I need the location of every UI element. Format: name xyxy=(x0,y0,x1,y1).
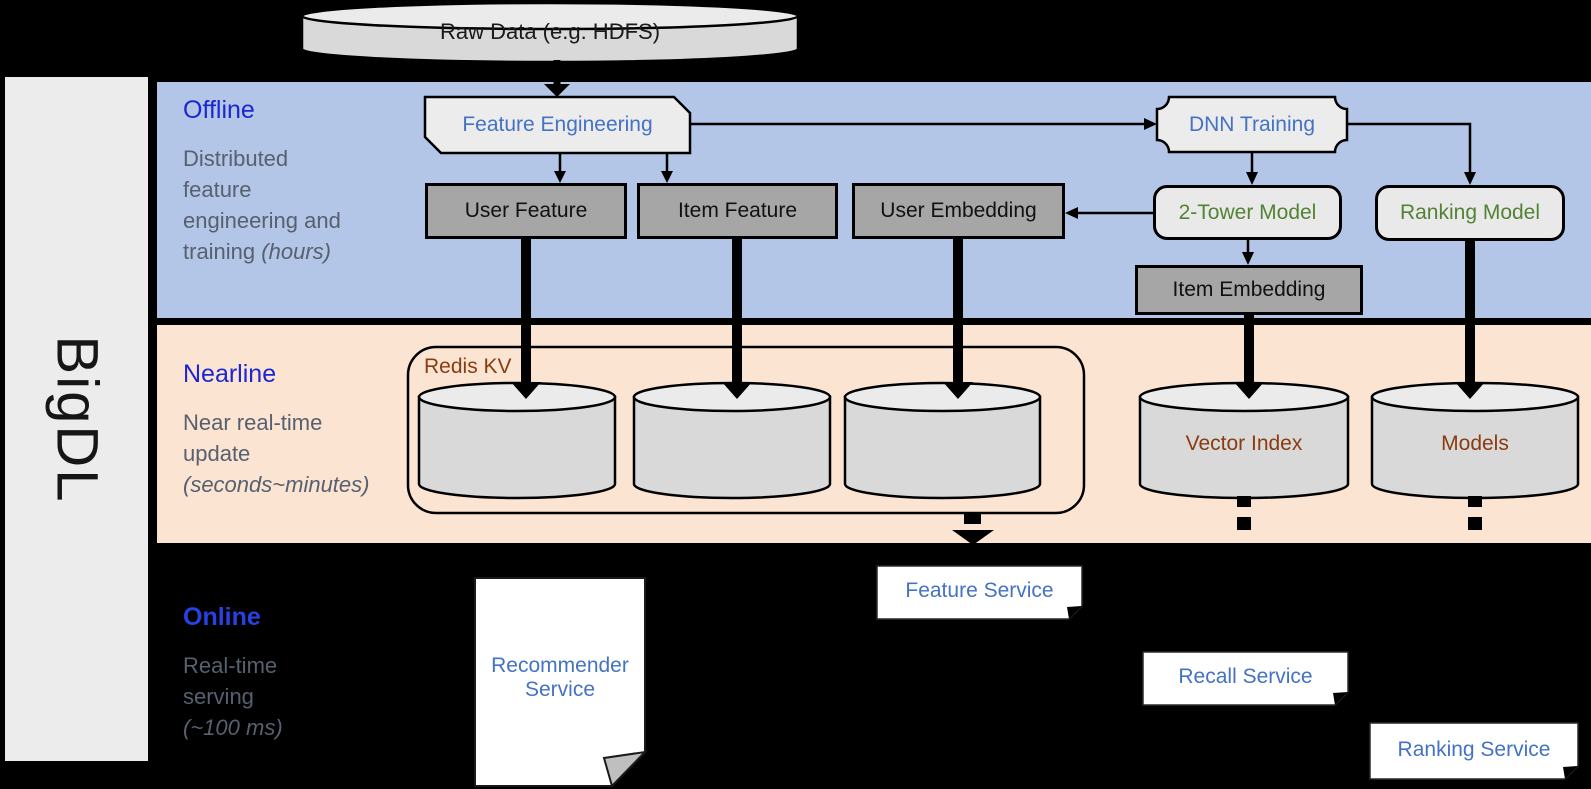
item-embedding-box: Item Embedding xyxy=(1135,265,1363,315)
models-label: Models xyxy=(1441,432,1509,455)
raw-data-label: Raw Data (e.g. HDFS) xyxy=(439,19,661,44)
recommender-service-label: Recommender Service xyxy=(491,654,629,701)
item-feature-box: Item Feature xyxy=(637,183,838,239)
redis-kv-label: Redis KV xyxy=(424,355,512,378)
offline-title: Offline xyxy=(183,96,255,124)
recall-service-label: Recall Service xyxy=(1178,665,1313,688)
feature-service-label: Feature Service xyxy=(905,579,1054,602)
online-subtitle-note: (~100 ms) xyxy=(183,715,283,740)
vector-index-label: Vector Index xyxy=(1185,432,1303,455)
online-subtitle: Real-time serving (~100 ms) xyxy=(183,653,283,740)
offline-subtitle-note: (hours) xyxy=(261,239,331,264)
feature-engineering-label: Feature Engineering xyxy=(462,113,653,136)
ranking-service-label: Ranking Service xyxy=(1397,737,1551,761)
bigdl-sidebar: BigDL xyxy=(5,77,148,761)
dnn-training-label: DNN Training xyxy=(1188,112,1316,136)
two-tower-model-box: 2-Tower Model xyxy=(1153,185,1342,240)
bigdl-logo-text: BigDL xyxy=(44,335,110,503)
user-embedding-box: User Embedding xyxy=(852,183,1065,239)
online-title: Online xyxy=(183,603,261,631)
nearline-subtitle-note: (seconds~minutes) xyxy=(183,472,370,497)
offline-subtitle: Distributed feature engineering and trai… xyxy=(183,146,341,264)
nearline-subtitle: Near real-time update (seconds~minutes) xyxy=(183,410,370,497)
nearline-title: Nearline xyxy=(183,360,277,388)
user-feature-box: User Feature xyxy=(425,183,627,239)
ranking-model-box: Ranking Model xyxy=(1375,185,1565,241)
